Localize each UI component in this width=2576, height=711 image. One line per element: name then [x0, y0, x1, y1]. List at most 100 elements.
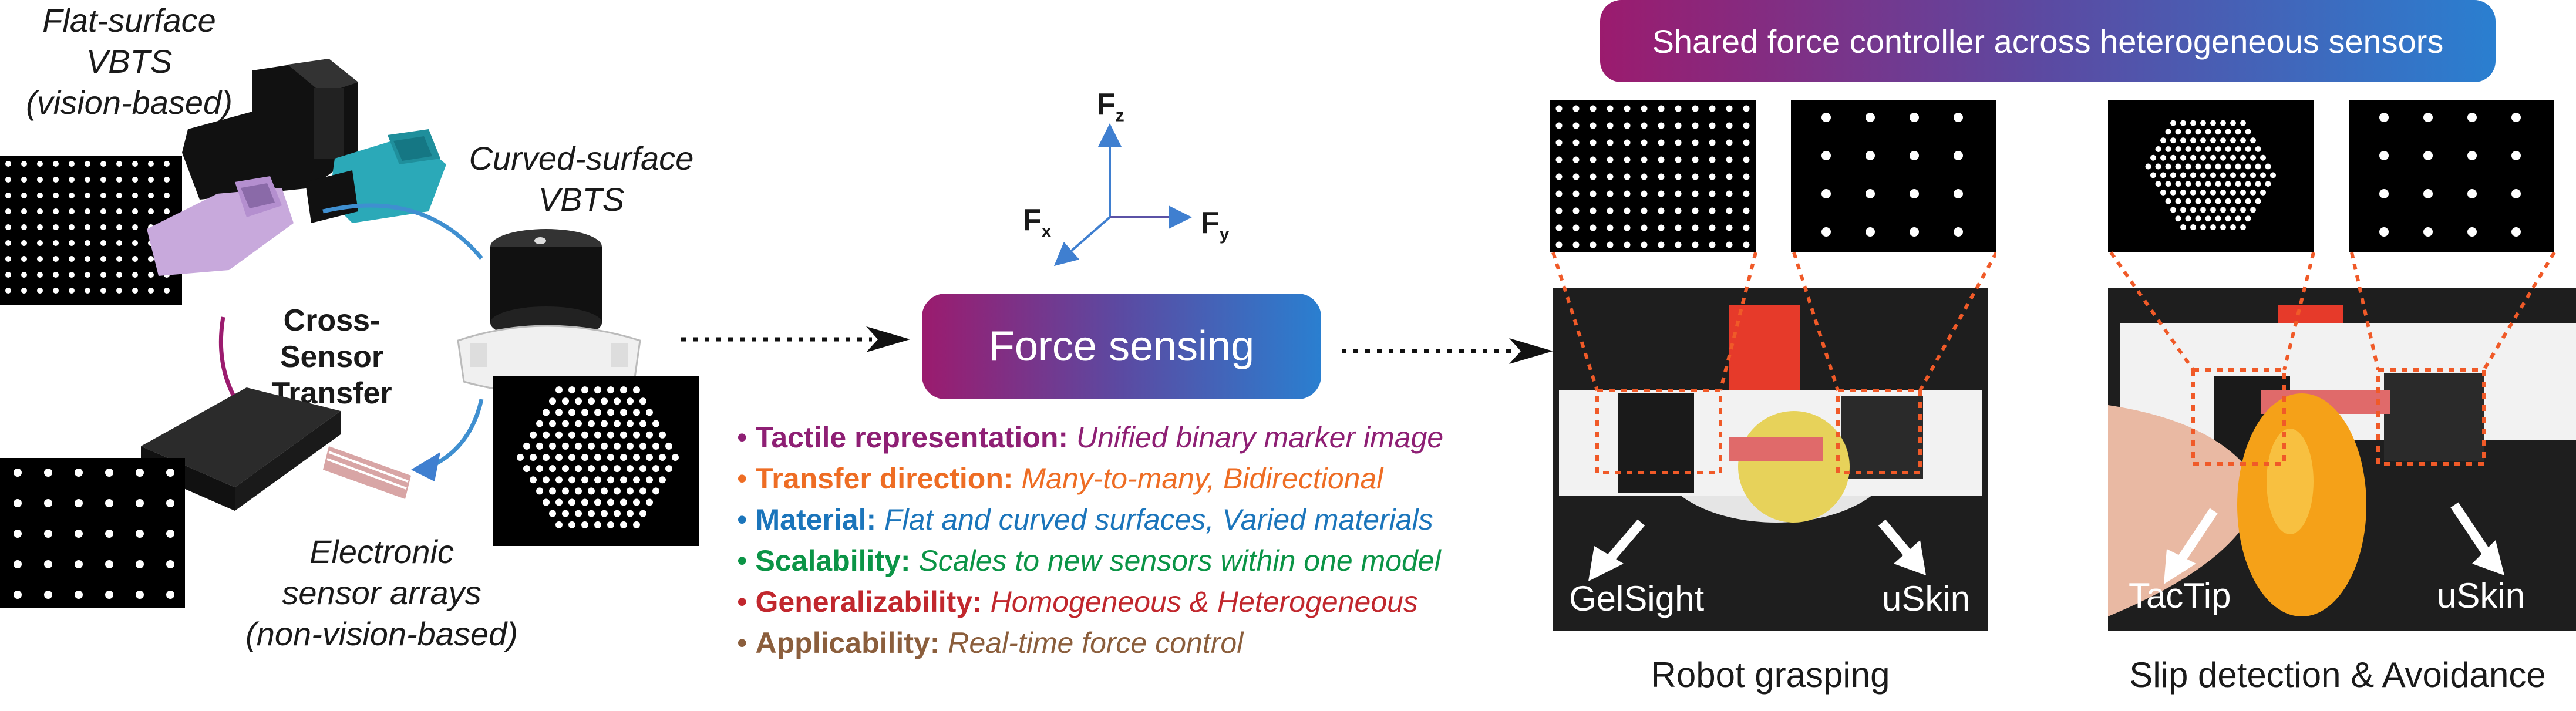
marker-dot: [633, 498, 640, 506]
marker-dot: [2190, 207, 2196, 213]
marker-dot: [543, 431, 550, 439]
marker-dot: [1641, 241, 1648, 248]
marker-dot: [639, 510, 646, 517]
marker-dot: [2205, 215, 2211, 222]
marker-dot: [2180, 207, 2186, 213]
marker-dot: [53, 161, 59, 167]
marker-dot: [581, 431, 588, 439]
marker-dot: [132, 224, 138, 230]
marker-dot: [659, 476, 666, 484]
feature-item: •Material: Flat and curved surfaces, Var…: [737, 503, 1433, 536]
marker-dot: [2205, 181, 2211, 187]
marker-dot: [568, 409, 575, 416]
marker-dot: [2170, 137, 2176, 144]
marker-dot: [1709, 122, 1716, 129]
marker-dot: [5, 224, 11, 230]
marker-dot: [21, 256, 27, 262]
marker-dot: [2255, 163, 2261, 170]
force-axis-y-label: Fy: [1201, 206, 1230, 244]
marker-dot: [105, 560, 113, 568]
marker-dot: [614, 420, 621, 427]
marker-dot: [2200, 224, 2206, 231]
gelsight-marker-image: [1550, 100, 1756, 252]
marker-dot: [555, 498, 563, 506]
marker-dot: [75, 560, 83, 568]
grasping-callout-frames: [1551, 251, 1996, 474]
marker-dot: [1743, 224, 1750, 231]
marker-dot: [1866, 113, 1875, 122]
marker-dot: [21, 272, 27, 278]
marker-dot: [2235, 163, 2241, 170]
marker-dot: [543, 476, 550, 484]
marker-dot: [2200, 154, 2206, 161]
marker-dot: [2205, 129, 2211, 135]
marker-dot: [2215, 129, 2221, 135]
marker-dot: [588, 420, 595, 427]
marker-dot: [2230, 189, 2236, 196]
marker-dot: [148, 256, 154, 262]
marker-dot: [1590, 241, 1597, 248]
marker-dot: [164, 161, 170, 167]
marker-dot: [2260, 154, 2266, 161]
marker-dot: [100, 240, 106, 246]
marker-dot: [1954, 151, 1963, 160]
marker-dot: [85, 177, 90, 183]
marker-dot: [75, 591, 83, 599]
marker-dot: [633, 476, 640, 484]
marker-dot: [2160, 172, 2166, 178]
marker-dot: [69, 177, 75, 183]
marker-dot: [2235, 215, 2241, 222]
marker-dot: [614, 510, 621, 517]
marker-dot: [1954, 113, 1963, 122]
marker-dot: [1607, 105, 1614, 112]
curved-vbts-marker-image: [493, 376, 699, 546]
marker-dot: [672, 453, 679, 461]
marker-dot: [549, 465, 556, 473]
marker-dot: [21, 208, 27, 214]
marker-dot: [562, 420, 569, 427]
marker-dot: [620, 386, 627, 394]
marker-dot: [2195, 198, 2201, 204]
marker-dot: [1726, 139, 1733, 146]
marker-dot: [2235, 129, 2241, 135]
marker-dot: [2215, 181, 2221, 187]
marker-dot: [2225, 163, 2231, 170]
marker-dot: [633, 386, 640, 394]
force-axis-z-label: Fz: [1097, 87, 1124, 126]
marker-dot: [2240, 189, 2246, 196]
marker-dot: [2250, 189, 2256, 196]
marker-dot: [105, 530, 113, 538]
marker-dot: [2225, 215, 2231, 222]
marker-dot: [2190, 154, 2196, 161]
marker-dot: [69, 240, 75, 246]
marker-dot: [1624, 190, 1631, 197]
marker-dot: [1555, 173, 1563, 180]
force-axis-x-label: Fx: [1023, 203, 1052, 241]
marker-dot: [53, 272, 59, 278]
marker-dot: [5, 208, 11, 214]
marker-dot: [2423, 189, 2433, 198]
marker-dot: [2185, 146, 2191, 152]
marker-dot: [1692, 190, 1699, 197]
marker-dot: [1709, 173, 1716, 180]
marker-dot: [85, 272, 90, 278]
marker-dot: [2165, 146, 2171, 152]
marker-dot: [601, 487, 608, 495]
uskin-label-2: uSkin: [2437, 576, 2526, 615]
marker-dot: [1641, 105, 1648, 112]
marker-dot: [69, 288, 75, 294]
marker-dot: [1607, 156, 1614, 163]
marker-dot: [2230, 172, 2236, 178]
marker-dot: [85, 161, 90, 167]
marker-dot: [2205, 163, 2211, 170]
marker-dot: [148, 177, 154, 183]
marker-dot: [2200, 207, 2206, 213]
marker-dot: [1675, 241, 1682, 248]
marker-dot: [2190, 172, 2196, 178]
marker-dot: [2225, 129, 2231, 135]
marker-dot: [1607, 241, 1614, 248]
marker-dot: [2220, 172, 2226, 178]
marker-dot: [2200, 172, 2206, 178]
marker-dot: [1641, 122, 1648, 129]
feature-item: •Scalability: Scales to new sensors with…: [737, 544, 1441, 577]
